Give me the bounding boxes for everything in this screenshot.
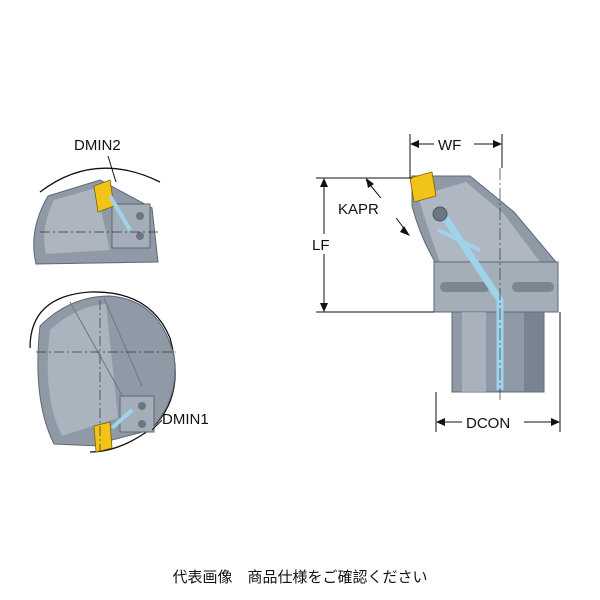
lf-label: LF	[312, 237, 330, 254]
lf-arrow-bottom	[320, 303, 328, 312]
lf-arrow-top	[320, 178, 328, 187]
flange-slot-right	[512, 282, 554, 292]
kapr-label-bg	[336, 198, 400, 218]
shank-shadow	[524, 312, 544, 392]
dcon-label: DCON	[466, 415, 510, 432]
holder-head-highlight	[418, 182, 540, 262]
dmin2-leader-line	[107, 155, 117, 183]
dmin1-coolant-channel	[110, 408, 134, 430]
dmin1-screw-2	[138, 420, 146, 428]
lf-label-bg	[310, 234, 338, 254]
dmin2-screw-1	[136, 212, 144, 220]
dimension-wf: WF	[409, 134, 503, 178]
dmin1-screw-1	[138, 402, 146, 410]
dcon-label-bg	[462, 412, 524, 432]
dmin2-screw-2	[136, 232, 144, 240]
dmin1-detail-view: DMIN1	[29, 291, 209, 453]
image-caption: 代表画像 商品仕様をご確認ください	[172, 568, 428, 586]
main-insert	[409, 171, 437, 203]
main-clamp-screw	[432, 206, 448, 222]
main-holder-view	[409, 168, 559, 400]
wf-label-bg	[434, 134, 474, 154]
kapr-arrow-top	[366, 178, 374, 188]
dmin1-label: DMIN1	[162, 411, 209, 428]
kapr-label: KAPR	[338, 201, 379, 218]
main-coolant-channel-2	[437, 228, 481, 252]
dmin2-coolant-channel	[108, 194, 132, 232]
dmin1-inner-edge	[69, 301, 129, 407]
dmin1-insert	[93, 421, 113, 453]
dmin2-detail-view: DMIN2	[33, 137, 161, 265]
dmin1-workpiece-arc	[29, 291, 176, 453]
dimension-kapr: KAPR	[336, 178, 410, 236]
wf-arrow-left	[410, 140, 419, 148]
flange-slot-left	[440, 282, 490, 292]
dmin1-inner-edge-2	[103, 297, 143, 387]
dcon-arrow-right	[551, 418, 560, 426]
shank-highlight	[462, 312, 486, 392]
wf-label: WF	[438, 137, 461, 154]
dmin1-holder-highlight	[47, 304, 118, 436]
dcon-arrow-left	[436, 418, 445, 426]
wf-arrow-right	[493, 140, 502, 148]
dmin2-holder-highlight	[44, 188, 111, 254]
dmin2-label: DMIN2	[74, 137, 121, 154]
dmin1-leader-line	[151, 419, 163, 431]
dmin2-workpiece-arc	[39, 167, 161, 193]
dimension-lf: LF	[310, 177, 434, 313]
kapr-arrow-bottom	[400, 226, 410, 236]
dimension-dcon: DCON	[435, 312, 561, 432]
